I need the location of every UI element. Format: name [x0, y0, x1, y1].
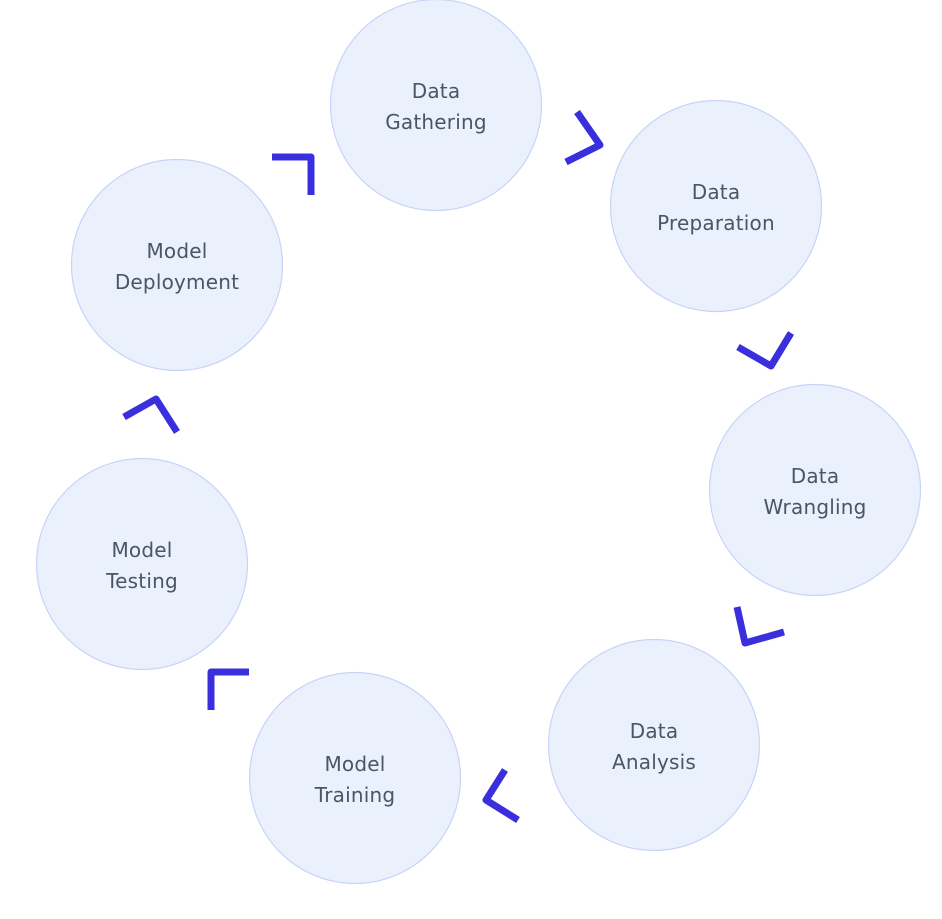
- stage-circle: [547, 638, 761, 852]
- chevron-arrow-icon: [122, 395, 180, 434]
- stage-circle: [248, 671, 462, 885]
- stage-label-line1: Model: [146, 239, 207, 263]
- arrows: [122, 109, 794, 823]
- stage-circle: [70, 158, 284, 372]
- stage-label-line1: Model: [111, 538, 172, 562]
- stage-label-line1: Data: [630, 719, 679, 743]
- stage-circle: [609, 99, 823, 313]
- stage-label-line2: Wrangling: [763, 495, 866, 519]
- stage-label-line1: Data: [412, 79, 461, 103]
- stage-label-line2: Analysis: [612, 750, 696, 774]
- stage-label-line2: Preparation: [657, 211, 775, 235]
- stage-label-line2: Gathering: [385, 110, 487, 134]
- stage-circle: [708, 383, 922, 597]
- stage-label-line1: Data: [791, 464, 840, 488]
- chevron-arrow-icon: [482, 768, 520, 823]
- stage-label-line2: Testing: [105, 569, 178, 593]
- chevron-arrow-icon: [733, 606, 785, 647]
- stage-circle: [329, 0, 543, 212]
- stage-label-line2: Deployment: [115, 270, 239, 294]
- stage-label-line1: Data: [692, 180, 741, 204]
- chevron-arrow-icon: [564, 109, 604, 166]
- chevron-arrow-icon: [736, 331, 794, 370]
- stage-label-line1: Model: [324, 752, 385, 776]
- chevron-arrow-icon: [272, 153, 315, 195]
- chevron-arrow-icon: [207, 668, 249, 710]
- stage-label-line2: Training: [314, 783, 396, 807]
- stage-circle: [35, 457, 249, 671]
